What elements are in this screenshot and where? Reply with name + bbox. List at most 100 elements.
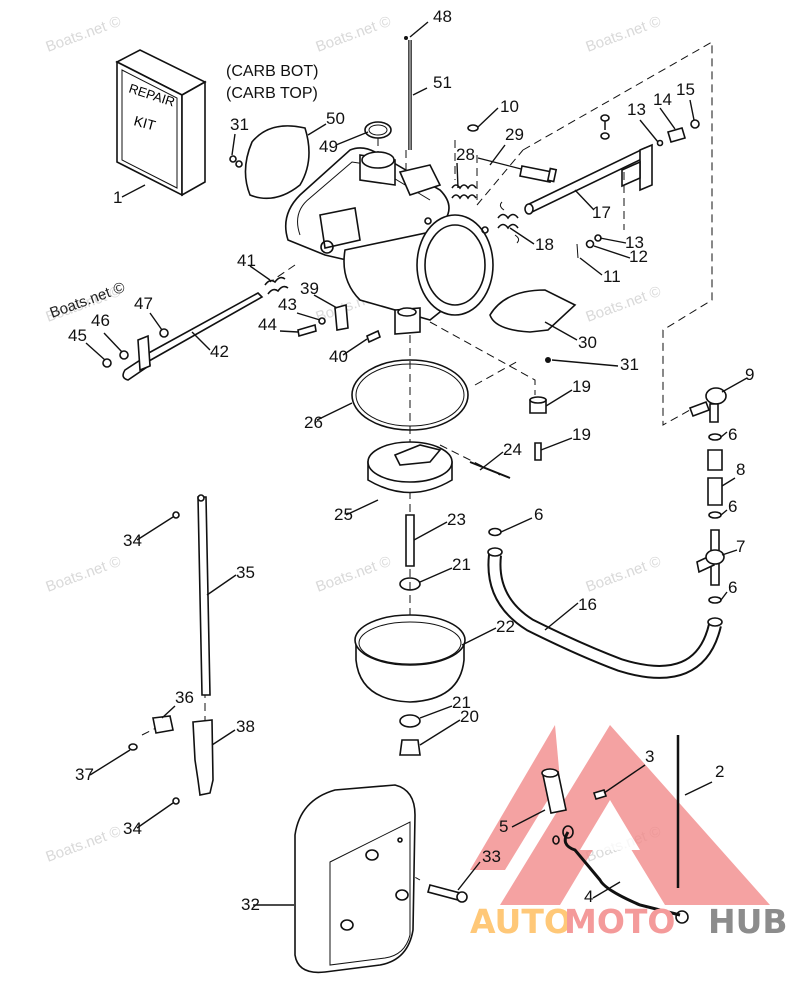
watermark: Boats.net © [584,283,664,326]
callout-6: 6 [728,497,737,516]
callout-21: 21 [452,693,471,712]
gasket-26 [351,359,469,431]
screw-15 [690,119,700,129]
callout-6: 6 [728,578,737,597]
leader-line-6 [500,517,533,533]
callout-44: 44 [258,315,277,334]
leader-line-21 [419,567,453,583]
spring-41 [264,276,289,295]
callout-18: 18 [535,235,554,254]
spring-18 [497,201,520,244]
screw-44 [297,323,317,338]
sleeve-5 [541,768,567,814]
leader-line-31 [551,359,619,367]
callout-11: 11 [603,267,621,286]
ball-13a [656,139,664,147]
screw-top-17 [600,114,610,140]
cover-plate-50 [229,125,310,200]
callout-31: 31 [230,115,249,134]
leader-line-44 [279,330,299,333]
callout-32: 32 [241,895,260,914]
leader-line-46 [103,332,123,353]
clamp-6a [708,433,722,441]
callout-25: 25 [334,505,353,524]
leader-line-37 [89,749,131,776]
leader-line-41 [249,265,271,281]
leader-line-34 [136,516,174,541]
link-rod-42 [122,292,264,381]
leader-line-26 [316,402,353,421]
leader-line-19 [545,389,573,407]
leader-line-6 [720,431,728,438]
callout-19: 19 [572,377,591,396]
leader-line-17 [574,189,595,211]
callout-7: 7 [736,537,745,556]
callout-42: 42 [210,342,229,361]
screw-40 [366,329,381,344]
leader-line-43 [296,312,321,321]
watermark: Boats.net © [44,823,124,866]
leader-line-7 [721,549,738,556]
clip-10 [467,124,479,132]
leader-line-13 [599,237,627,244]
clip-34b [172,797,180,805]
callout-5: 5 [499,817,508,836]
wire-link-4 [552,825,689,924]
automotohub-logo-triangle [470,725,770,905]
lever-38 [192,719,214,796]
leader-line-2 [684,781,713,796]
leader-line-16 [544,602,579,631]
watermark: Boats.net © [584,553,664,596]
leader-line-6 [720,591,728,601]
callout-43: 43 [278,295,297,314]
pin-24 [469,461,511,479]
screw-29 [477,157,558,183]
repair-kit-text-2: KIT [132,112,158,133]
clamp-6d [708,596,722,604]
leader-line-49 [335,131,369,146]
leader-line-47 [149,312,163,331]
nut-47 [159,328,169,338]
logo-moto: MOTO [564,902,675,941]
automotohub-logo: AUTO MOTO HUB [470,902,788,941]
leader-line-21 [419,705,453,719]
fuel-hose-16 [487,547,723,679]
callout-4: 4 [584,887,593,906]
washer-21a [399,577,421,591]
leader-line-25 [345,499,379,516]
leader-line-19 [540,437,573,451]
note-carb-top: (CARB TOP) [226,85,318,102]
leader-line-15 [689,99,695,121]
leader-line-39 [313,294,338,309]
needle-seat-19 [529,396,547,461]
hose-8 [707,449,723,506]
float-bowl-22 [354,614,466,703]
callout-24: 24 [503,440,522,459]
screw-31b [545,357,551,363]
tee-fitting-7 [696,529,725,586]
elbow-fitting-9 [688,387,727,423]
callout-10: 10 [500,97,519,116]
callout-2: 2 [715,762,724,781]
bushing-14 [667,127,686,143]
callout-20: 20 [460,707,479,726]
leader-line-6 [720,509,728,516]
callout-47: 47 [134,294,153,313]
callout-29: 29 [505,125,524,144]
leader-line-22 [461,627,497,646]
leader-line-11 [579,257,603,276]
leader-line-5 [511,809,546,828]
screw-37 [128,743,138,751]
callout-34: 34 [123,531,142,550]
leader-line-51 [412,87,428,96]
clip-34a [172,511,180,519]
link-rod-35 [197,494,211,696]
leader-line-13 [639,119,659,143]
shaft-17 [524,143,653,215]
leader-line-3 [603,764,646,794]
float-25 [367,441,453,494]
leader-line-34 [136,802,174,829]
callout-21: 21 [452,555,471,574]
washer-46 [119,350,129,360]
callout-45: 45 [68,326,87,345]
